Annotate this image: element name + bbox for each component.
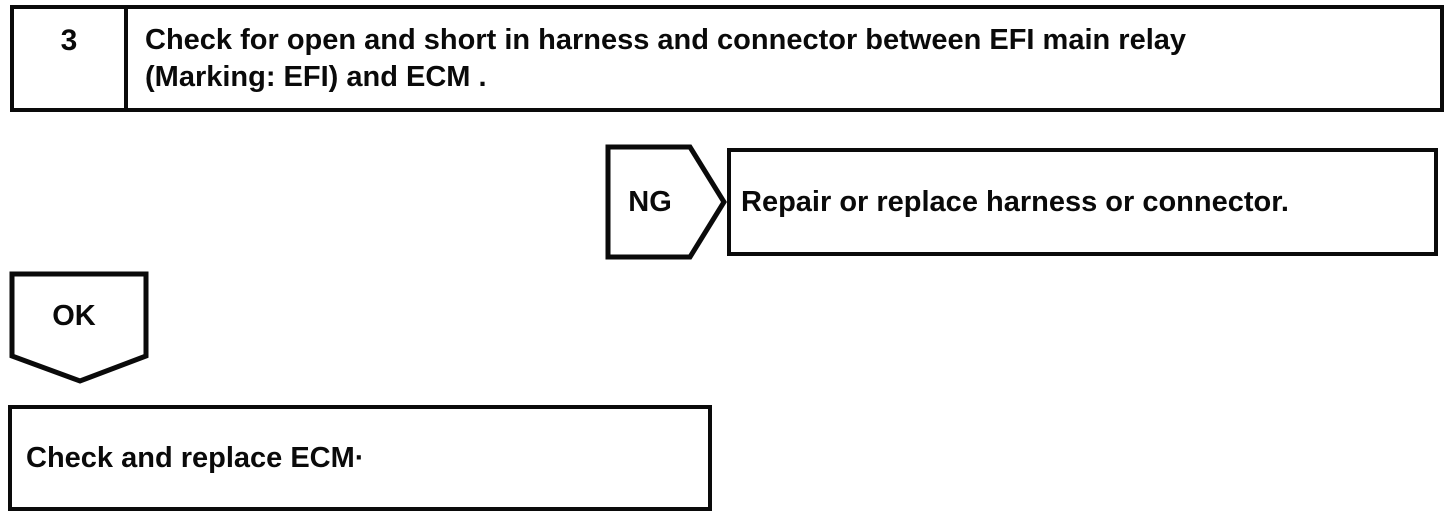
ng-pentagon-icon: [605, 144, 727, 260]
step-instruction-line-2: (Marking: EFI) and ECM .: [145, 61, 487, 93]
ng-connector-shape: NG: [605, 144, 727, 260]
ng-result-box: Repair or replace harness or connector.: [727, 148, 1438, 256]
ok-result-box: Check and replace ECM·: [8, 405, 712, 511]
ok-pentagon-icon: [9, 271, 149, 384]
step-box: 3 Check for open and short in harness an…: [10, 5, 1444, 112]
ok-result-text: Check and replace ECM·: [26, 441, 365, 474]
ok-connector-shape: OK: [9, 271, 149, 384]
ng-result-text: Repair or replace harness or connector.: [741, 185, 1289, 218]
step-number-cell: 3: [14, 9, 128, 108]
step-instruction-line-1: Check for open and short in harness and …: [145, 24, 1187, 56]
step-number: 3: [60, 24, 78, 57]
ok-label: OK: [52, 300, 96, 332]
ng-label: NG: [628, 186, 672, 218]
step-instruction: Check for open and short in harness and …: [128, 9, 1440, 108]
